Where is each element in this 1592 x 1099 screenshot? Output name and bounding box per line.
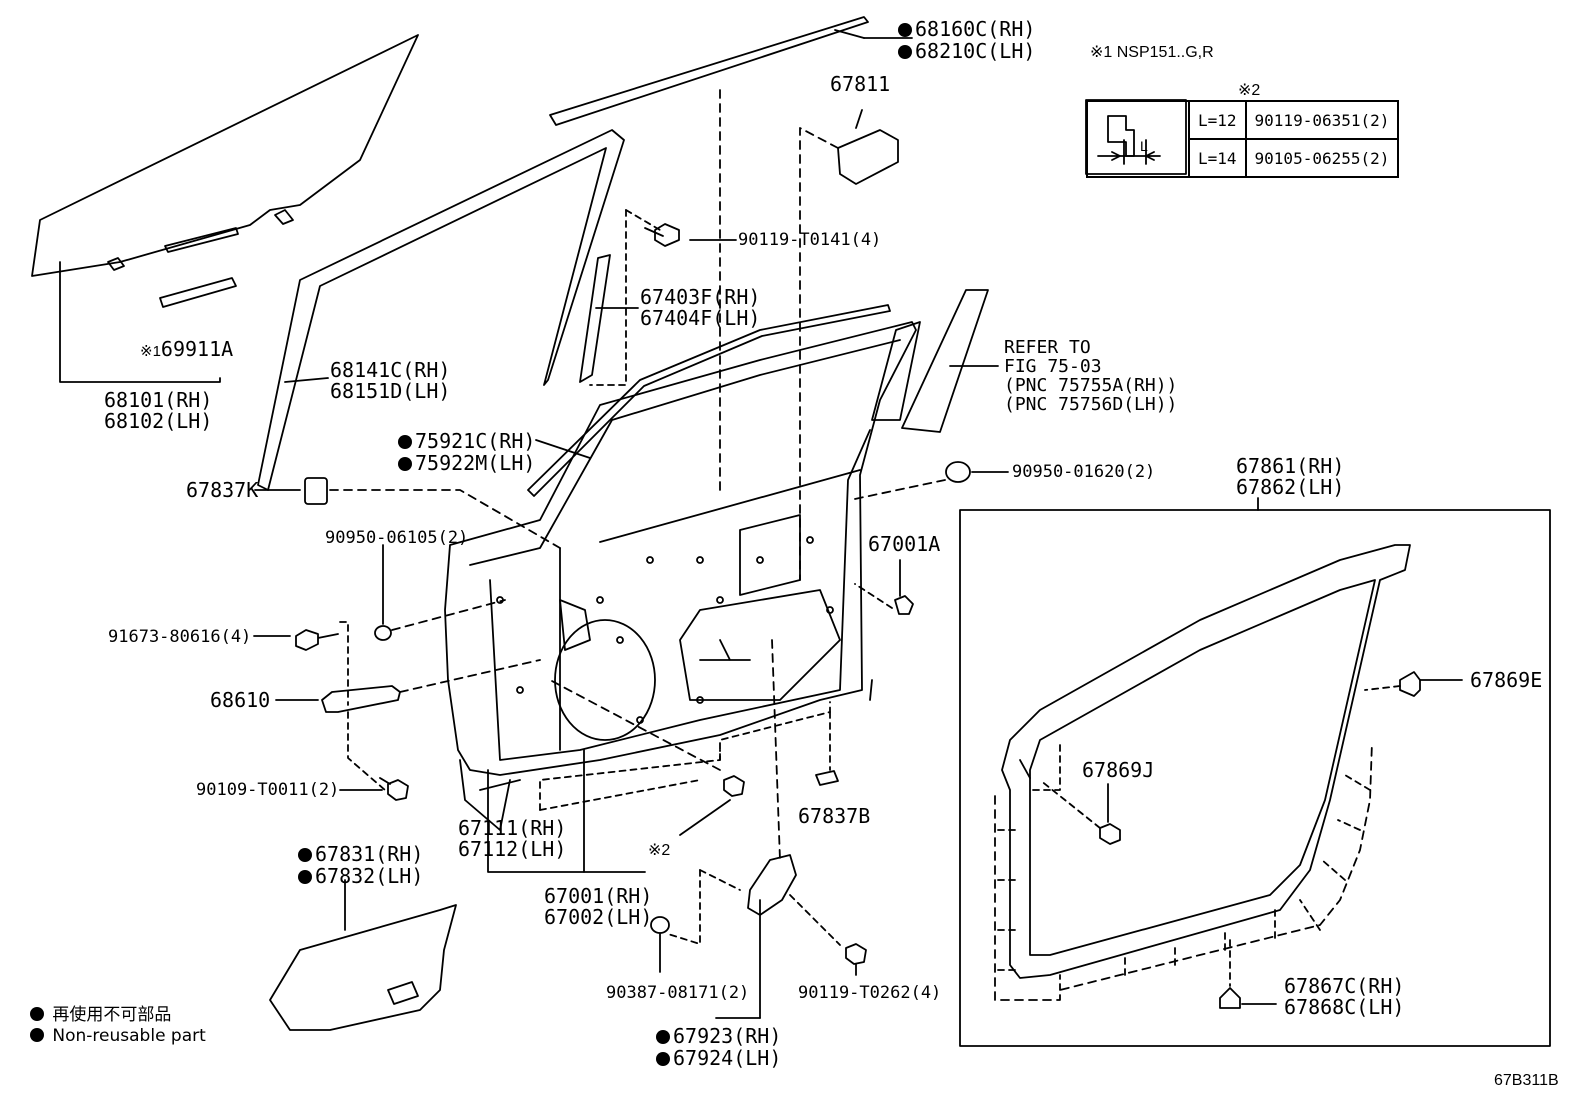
label-67111: 67111(RH) (458, 816, 567, 840)
non-reusable-dot-icon (298, 848, 312, 862)
label-75921c: 75921C(RH) (398, 430, 535, 452)
door-check-68610 (321, 685, 401, 713)
label-67002: 67002(LH) (544, 905, 653, 929)
clip-67867c (1219, 987, 1241, 1009)
legend-jp: 再使用不可部品 (30, 1000, 171, 1025)
legend-en: Non-reusable part (30, 1026, 206, 1046)
label-67837b: 67837B (798, 804, 871, 828)
door-outer-trim (901, 289, 989, 433)
bolt-67001a (894, 595, 914, 615)
door-frame-moulding (257, 129, 625, 491)
label-90950-01620: 90950-01620(2) (1012, 462, 1156, 482)
plug-90950-06105 (374, 625, 392, 641)
clip-67837k (304, 477, 328, 505)
label-68151d: 68151D(LH) (330, 379, 451, 403)
label-90950-06105: 90950-06105(2) (325, 528, 469, 548)
non-reusable-dot-icon (398, 435, 412, 449)
bolt-90119-t0262 (845, 943, 867, 965)
non-reusable-dot-icon (30, 1028, 44, 1042)
pad-67811 (837, 129, 899, 185)
non-reusable-dot-icon (898, 45, 912, 59)
bolt-spec-table: L L=12 90119-06351(2) L=14 90105-06255(2… (1086, 100, 1400, 178)
non-reusable-dot-icon (298, 870, 312, 884)
clip-67869e (1399, 671, 1421, 697)
door-weatherstrip (1001, 544, 1411, 979)
bolt-90119-t0141 (644, 223, 680, 247)
refer-note: REFER TO FIG 75-03 (PNC 75755A(RH)) (PNC… (1004, 337, 1178, 415)
door-glass (31, 34, 419, 277)
label-68160c: 68160C(RH) (898, 18, 1035, 40)
clip-67837b (815, 770, 839, 786)
label-67404f: 67404F(LH) (640, 306, 761, 330)
door-shell (444, 321, 917, 776)
division-bar (579, 254, 611, 383)
label-68610: 68610 (210, 688, 271, 712)
bolt-91673 (295, 629, 339, 651)
non-reusable-dot-icon (656, 1030, 670, 1044)
label-67001: 67001(RH) (544, 884, 653, 908)
bolt-note2 (723, 775, 745, 797)
label-67831: 67831(RH) (298, 843, 423, 865)
label-67869j: 67869J (1082, 758, 1155, 782)
note-1: ※1 NSP151..G,R (1090, 44, 1214, 61)
label-90119-t0262: 90119-T0262(4) (798, 983, 942, 1003)
label-67001a: 67001A (868, 532, 941, 556)
bolt-length-1: L=12 (1188, 100, 1247, 140)
note-2-bolt-marker: ※2 (648, 842, 671, 859)
glass-run-69911 (159, 277, 237, 308)
label-67403f: 67403F(RH) (640, 285, 761, 309)
label-90119-t0141: 90119-T0141(4) (738, 230, 882, 250)
belt-moulding-upper (549, 16, 869, 126)
label-67832: 67832(LH) (298, 865, 423, 887)
label-75922m: 75922M(LH) (398, 452, 535, 474)
belt-moulding-75921c (527, 304, 891, 497)
bolt-icon-cell: L (1086, 100, 1190, 178)
label-67811: 67811 (830, 72, 891, 96)
label-67867c: 67867C(RH) (1284, 974, 1405, 998)
label-90109: 90109-T0011(2) (196, 780, 340, 800)
washer-90387 (650, 916, 670, 934)
label-67868c: 67868C(LH) (1284, 995, 1405, 1019)
weatherstrip-box (959, 509, 1551, 1047)
non-reusable-dot-icon (656, 1052, 670, 1066)
label-67861: 67861(RH) (1236, 454, 1345, 478)
label-67837k: 67837K (186, 478, 259, 502)
bolt-90109 (379, 777, 409, 801)
label-67923: 67923(RH) (656, 1025, 781, 1047)
label-67862: 67862(LH) (1236, 475, 1345, 499)
hole-cover-67831 (269, 904, 457, 1031)
non-reusable-dot-icon (898, 23, 912, 37)
bolt-part-1: 90119-06351(2) (1244, 100, 1400, 140)
label-67112: 67112(LH) (458, 837, 567, 861)
label-67869e: 67869E (1470, 668, 1543, 692)
label-90387: 90387-08171(2) (606, 983, 750, 1003)
hinge-67923 (747, 854, 797, 916)
clip-67869j (1099, 823, 1121, 845)
bolt-part-2: 90105-06255(2) (1244, 138, 1400, 178)
label-68101: 68101(RH) (104, 388, 213, 412)
label-67924: 67924(LH) (656, 1047, 781, 1069)
non-reusable-dot-icon (30, 1007, 44, 1021)
grommet-90950-01620 (945, 461, 971, 483)
label-69911a: ※169911A (140, 337, 234, 361)
non-reusable-dot-icon (398, 457, 412, 471)
label-68141c: 68141C(RH) (330, 358, 451, 382)
bolt-length-2: L=14 (1188, 138, 1247, 178)
note-2-marker: ※2 (1238, 82, 1261, 99)
label-68210c: 68210C(LH) (898, 40, 1035, 62)
label-91673: 91673-80616(4) (108, 627, 252, 647)
label-68102: 68102(LH) (104, 409, 213, 433)
diagram-code: 67B311B (1494, 1072, 1559, 1089)
